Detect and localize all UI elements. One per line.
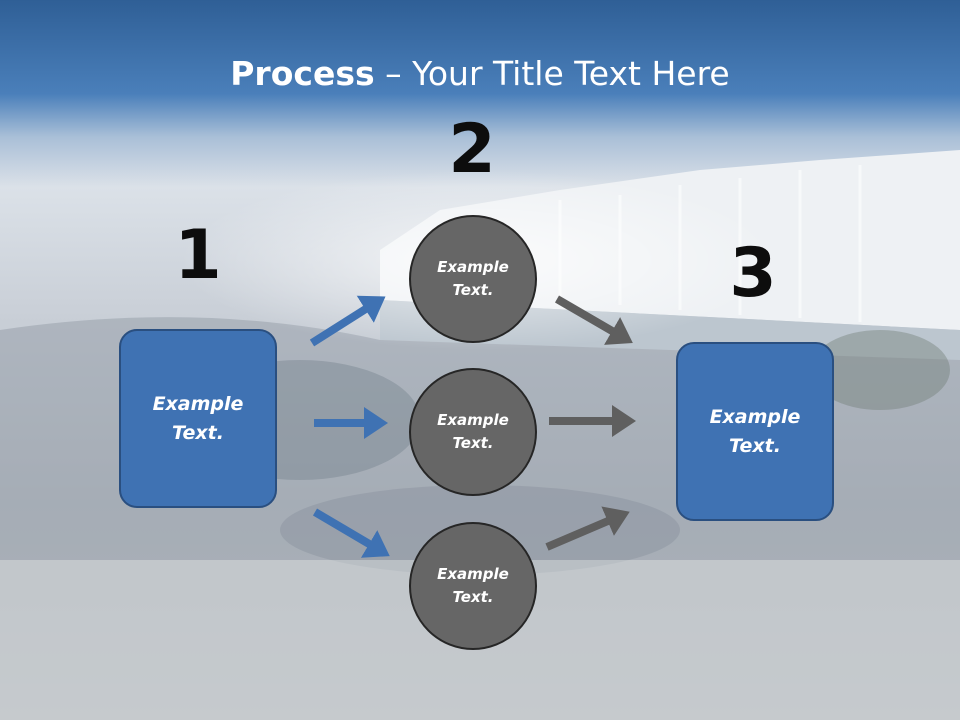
step-number-2: 2: [448, 110, 496, 189]
gray-arrow-up-right: [545, 506, 630, 551]
title-rest: – Your Title Text Here: [374, 54, 730, 93]
step-2-circle-middle: Example Text.: [409, 368, 537, 496]
step-number-3: 3: [729, 234, 777, 313]
step-3-box: Example Text.: [676, 342, 834, 521]
blue-arrow-down-right: [312, 508, 390, 558]
circle-text: Example Text.: [437, 258, 509, 299]
step-number-1: 1: [174, 216, 222, 295]
step-2-circle-top: Example Text.: [409, 215, 537, 343]
step-1-box: Example Text.: [119, 329, 277, 508]
circle-text: Example Text.: [437, 411, 509, 452]
step-1-box-text: Example Text.: [152, 392, 244, 444]
blue-arrow-up-right: [309, 295, 386, 347]
title-bold: Process: [230, 54, 375, 93]
slide-title: Process – Your Title Text Here: [0, 52, 960, 96]
step-2-circle-bottom: Example Text.: [409, 522, 537, 650]
circle-text: Example Text.: [437, 565, 509, 606]
gray-arrow-down-right: [554, 295, 633, 345]
step-3-box-text: Example Text.: [709, 405, 801, 457]
